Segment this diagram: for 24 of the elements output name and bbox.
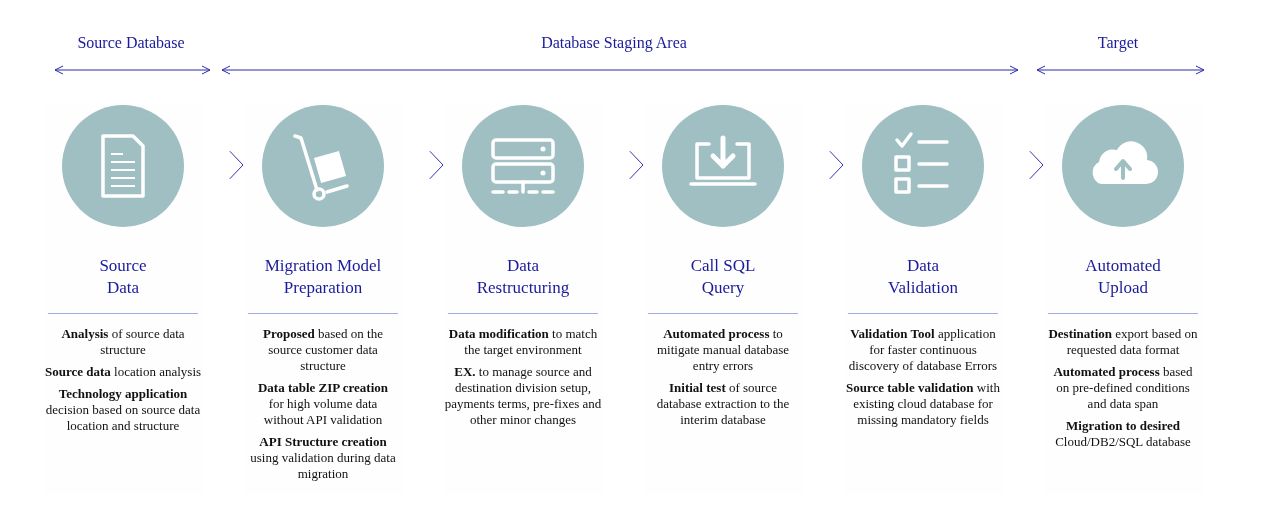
step-description: Validation Tool application for faster continuous discovery of database Errors bbox=[847, 326, 999, 374]
step-description: Data table ZIP creation for high volume data without API validation bbox=[256, 380, 390, 428]
step-title: Data Restructuring bbox=[475, 255, 571, 299]
step-description: EX. to manage source and destination division setup, payments terms, pre-fixes and other minor changes bbox=[444, 364, 602, 428]
section-heading: Database Staging Area bbox=[541, 34, 687, 52]
step-description: Source table validation with existing cloud database for missing mandatory fields bbox=[845, 380, 1001, 428]
step-description: Technology application decision based on source data location and structure bbox=[44, 386, 202, 434]
step-description: Migration to desired Cloud/DB2/SQL database bbox=[1054, 418, 1192, 450]
section-heading: Target bbox=[1097, 34, 1139, 52]
step-description: Automated process to mitigate manual database entry errors bbox=[655, 326, 791, 374]
step-title: Call SQL Query bbox=[689, 255, 757, 299]
step-title: Source Data bbox=[98, 255, 148, 299]
step-description: Analysis of source data structure bbox=[60, 326, 186, 358]
step-description: Destination export based on requested data format bbox=[1048, 326, 1198, 358]
step-description: Data modification to match the target environment bbox=[447, 326, 599, 358]
step-title: Migration Model Preparation bbox=[263, 255, 383, 299]
section-heading: Source Database bbox=[77, 34, 185, 52]
step-description: API Structure creation using validation during data migration bbox=[249, 434, 397, 482]
step-title: Data Validation bbox=[887, 255, 959, 299]
step-title: Automated Upload bbox=[1084, 255, 1162, 299]
step-description: Initial test of source database extraction to the interim database bbox=[655, 380, 791, 428]
step-description: Source data location analysis bbox=[43, 364, 203, 380]
step-description: Proposed based on the source customer data structure bbox=[262, 326, 384, 374]
step-description: Automated process based on pre-defined conditions and data span bbox=[1052, 364, 1194, 412]
